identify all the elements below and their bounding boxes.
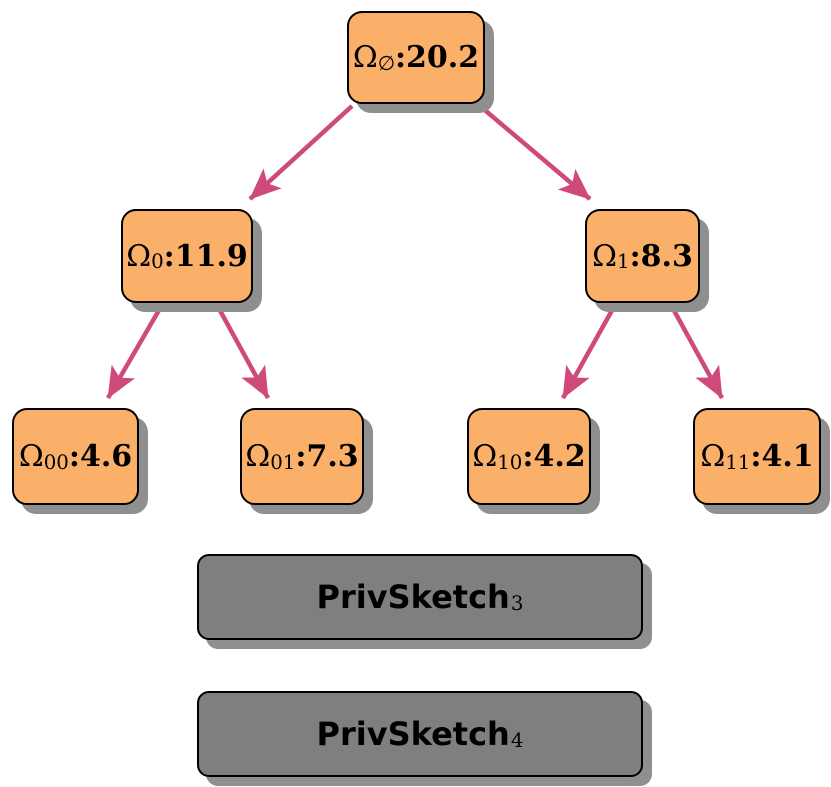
node-value: :4.1 bbox=[750, 439, 814, 474]
privsketch-label: PrivSketch bbox=[316, 578, 510, 616]
node-value: :8.3 bbox=[629, 238, 693, 274]
node-value: :4.2 bbox=[522, 439, 586, 474]
edge-omega1-to-omega11 bbox=[669, 303, 724, 400]
edge-omega1-to-omega10 bbox=[561, 303, 617, 400]
edge-root-to-omega1 bbox=[478, 104, 592, 201]
node-subscript: 01 bbox=[270, 450, 296, 474]
privsketch-subscript: 3 bbox=[510, 591, 524, 615]
node-subscript: 1 bbox=[617, 250, 630, 274]
node-value: :7.3 bbox=[295, 439, 359, 474]
node-subscript: 11 bbox=[725, 450, 751, 474]
node-symbol: Ω bbox=[245, 439, 271, 474]
node-symbol: Ω bbox=[472, 439, 498, 474]
node-value: :11.9 bbox=[163, 238, 248, 274]
node-subscript: 00 bbox=[43, 450, 69, 474]
edge-omega0-to-omega01 bbox=[215, 303, 270, 400]
privsketch-subscript: 4 bbox=[510, 728, 524, 752]
node-symbol: Ω bbox=[352, 40, 378, 75]
node-symbol: Ω bbox=[18, 439, 44, 474]
edge-root-to-omega0 bbox=[248, 104, 354, 201]
node-subscript: 10 bbox=[497, 450, 523, 474]
node-symbol: Ω bbox=[592, 238, 617, 274]
node-value: :20.2 bbox=[394, 40, 480, 75]
edge-omega0-to-omega00 bbox=[106, 303, 164, 400]
node-subscript: 0 bbox=[151, 250, 164, 274]
node-value: :4.6 bbox=[68, 439, 133, 474]
node-symbol: Ω bbox=[126, 238, 152, 274]
node-symbol: Ω bbox=[700, 439, 726, 474]
tree-node-omega-empty: Ω∅:20.2 bbox=[347, 11, 485, 104]
privsketch-label: PrivSketch bbox=[316, 715, 510, 753]
node-subscript: ∅ bbox=[377, 51, 395, 75]
